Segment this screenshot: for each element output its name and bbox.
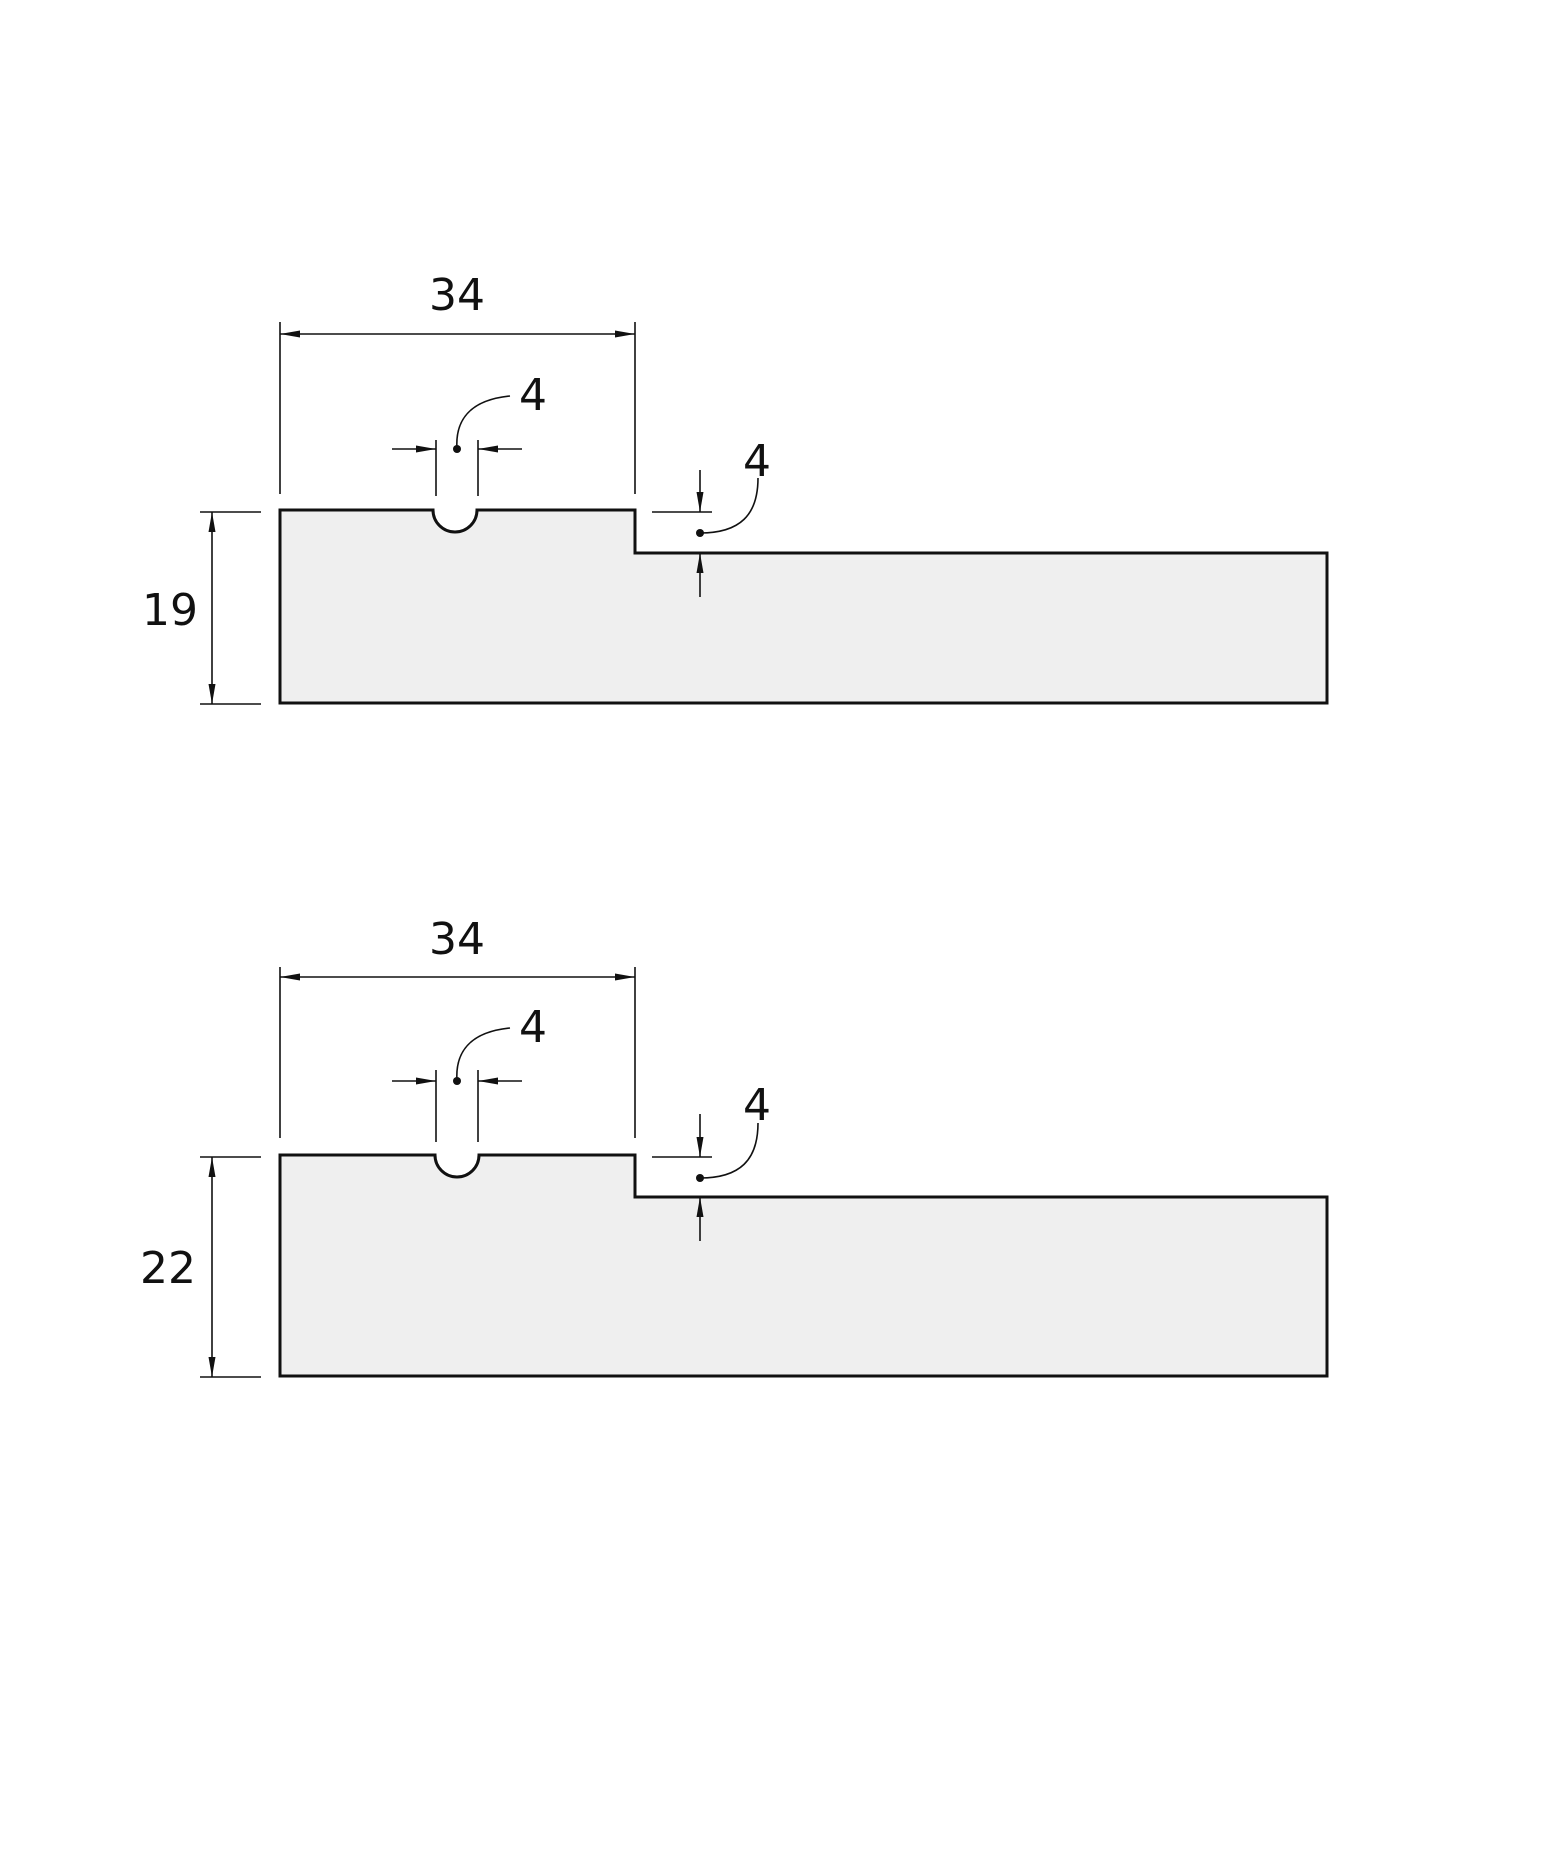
step-depth-label: 4	[743, 436, 771, 487]
groove-width-dimension	[392, 395, 522, 496]
height-label: 19	[142, 585, 198, 636]
groove-leader-dot	[453, 1077, 461, 1085]
step-depth-dimension	[652, 1114, 759, 1241]
height-dimension	[200, 511, 261, 705]
height-dimension	[200, 1156, 261, 1378]
step-leader-dot	[696, 1174, 704, 1182]
groove-width-label: 4	[519, 1002, 547, 1053]
step-depth-label: 4	[743, 1080, 771, 1131]
profile-22: 34 4 4 22	[140, 914, 1329, 1378]
groove-width-dimension	[392, 1027, 522, 1142]
top-width-dimension	[279, 322, 636, 494]
step-leader-dot	[696, 529, 704, 537]
profile-shape	[278, 1153, 1329, 1378]
step-depth-dimension	[652, 470, 759, 597]
top-width-label: 34	[429, 914, 485, 965]
groove-width-label: 4	[519, 370, 547, 421]
top-width-label: 34	[429, 270, 485, 321]
top-width-dimension	[279, 967, 636, 1138]
profile-19: 34 4 4 19	[142, 270, 1329, 705]
groove-leader-dot	[453, 445, 461, 453]
profile-shape	[278, 508, 1329, 705]
height-label: 22	[140, 1243, 196, 1294]
